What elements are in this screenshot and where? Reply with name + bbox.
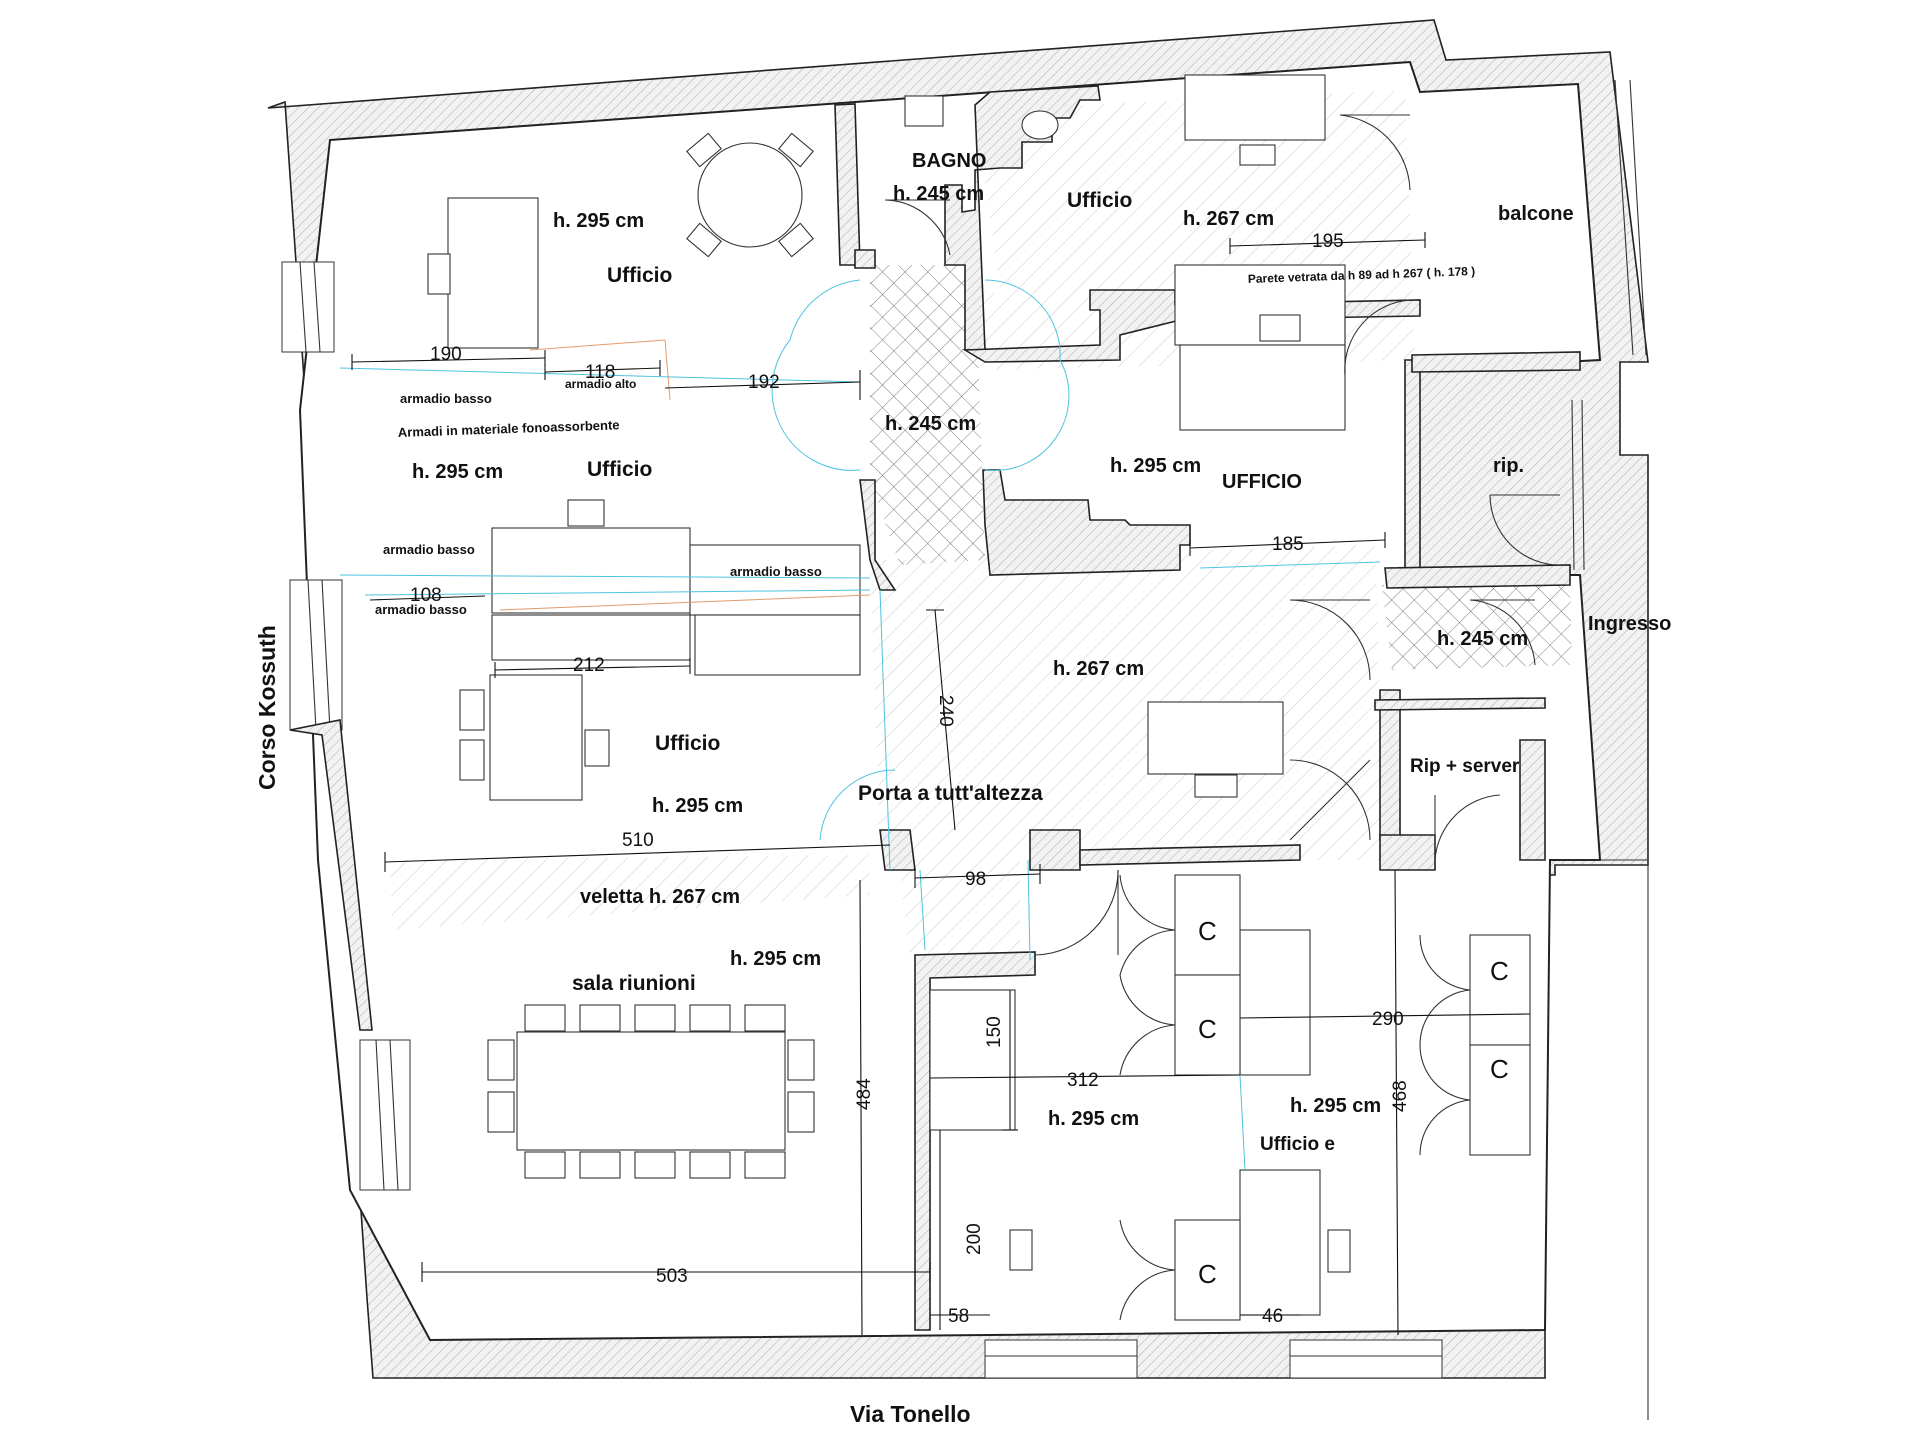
annotation-armadio-basso-4: armadio basso bbox=[375, 602, 467, 617]
dimension-468: 468 bbox=[1390, 1080, 1411, 1112]
room-label-ufficio-lower: Ufficio bbox=[655, 732, 720, 755]
veletta-hatch bbox=[390, 855, 870, 930]
height-label-top-left: h. 295 cm bbox=[553, 210, 644, 232]
annotation-armadio-basso-2: armadio basso bbox=[383, 542, 475, 557]
label-veletta: veletta h. 267 cm bbox=[580, 886, 740, 908]
annotation-armadio-basso-1: armadio basso bbox=[400, 391, 492, 406]
dimension-118: 118 bbox=[585, 362, 615, 383]
room-label-ufficio-mid: Ufficio bbox=[587, 458, 652, 481]
meeting-chairs bbox=[487, 1004, 815, 1179]
room-label-bagno: BAGNO bbox=[912, 150, 986, 172]
dimension-58: 58 bbox=[948, 1306, 969, 1327]
dimension-190: 190 bbox=[430, 344, 462, 365]
corridor-crosshatch bbox=[850, 265, 985, 565]
dimension-texts: 190 118 192 195 185 108 212 240 510 98 2… bbox=[410, 231, 1411, 1327]
height-label-lower-left: h. 295 cm bbox=[652, 795, 743, 817]
dimension-192: 192 bbox=[748, 372, 780, 393]
height-label-sala: h. 295 cm bbox=[730, 948, 821, 970]
room-label-sala-riunioni: sala riunioni bbox=[572, 972, 696, 995]
height-label-hall: h. 267 cm bbox=[1053, 658, 1144, 680]
furniture bbox=[427, 74, 1531, 1321]
doors bbox=[884, 114, 1561, 1321]
dimension-484: 484 bbox=[854, 1078, 875, 1110]
locker-label-1: C bbox=[1198, 916, 1217, 946]
room-labels: BAGNO Ufficio Ufficio balcone Ufficio UF… bbox=[572, 150, 1671, 1155]
street-label-via-tonello: Via Tonello bbox=[850, 1401, 971, 1427]
dimension-510: 510 bbox=[622, 830, 654, 851]
room-label-rip: rip. bbox=[1493, 455, 1524, 477]
guide-lines bbox=[339, 279, 1381, 1171]
room-label-ufficio-caps: UFFICIO bbox=[1222, 471, 1302, 493]
annotation-armadio-alto: armadio alto bbox=[565, 377, 636, 391]
locker-label-3: C bbox=[1490, 956, 1509, 986]
dimension-503: 503 bbox=[656, 1266, 688, 1287]
height-label-ingresso: h. 245 cm bbox=[1437, 628, 1528, 650]
locker-label-4: C bbox=[1490, 1054, 1509, 1084]
room-label-ufficio-top-center: Ufficio bbox=[1067, 189, 1132, 212]
dimension-150: 150 bbox=[984, 1016, 1005, 1048]
left-windows bbox=[281, 261, 411, 1191]
street-label-corso-kossuth: Corso Kossuth bbox=[254, 625, 280, 790]
room-label-ufficio-partial: Ufficio e bbox=[1260, 1134, 1335, 1155]
height-label-top-center: h. 267 cm bbox=[1183, 208, 1274, 230]
room-label-balcone: balcone bbox=[1498, 203, 1574, 225]
height-labels: h. 295 cm h. 245 cm h. 267 cm h. 245 cm … bbox=[412, 183, 1528, 1130]
dimension-46: 46 bbox=[1262, 1306, 1283, 1327]
right-windows bbox=[1560, 79, 1649, 1420]
dimension-312: 312 bbox=[1067, 1070, 1099, 1091]
hall-hatch-zone bbox=[870, 545, 1385, 965]
locker-labels: C C C C C bbox=[1198, 916, 1509, 1289]
height-label-bagno: h. 245 cm bbox=[893, 183, 984, 205]
height-label-mid-left: h. 295 cm bbox=[412, 461, 503, 483]
dimension-290: 290 bbox=[1372, 1009, 1404, 1030]
locker-label-5: C bbox=[1198, 1259, 1217, 1289]
bottom-windows bbox=[984, 1339, 1443, 1379]
room-label-ufficio-top-left: Ufficio bbox=[607, 264, 672, 287]
dimension-240: 240 bbox=[935, 695, 956, 727]
dimension-212: 212 bbox=[573, 655, 605, 676]
dimension-195: 195 bbox=[1312, 231, 1344, 252]
dimension-lines bbox=[351, 232, 1531, 1336]
height-label-corridor: h. 245 cm bbox=[885, 413, 976, 435]
dimension-108: 108 bbox=[410, 585, 442, 606]
dimension-98: 98 bbox=[965, 869, 986, 890]
room-label-ingresso: Ingresso bbox=[1588, 613, 1671, 635]
annotation-armadio-basso-3: armadio basso bbox=[730, 564, 822, 579]
height-label-bottom-right: h. 295 cm bbox=[1290, 1095, 1381, 1117]
locker-label-2: C bbox=[1198, 1014, 1217, 1044]
ingresso-crosshatch bbox=[1382, 580, 1572, 670]
dimension-200: 200 bbox=[964, 1223, 985, 1255]
label-porta: Porta a tutt'altezza bbox=[858, 782, 1043, 805]
height-label-ufficio-caps: h. 295 cm bbox=[1110, 455, 1201, 477]
room-label-rip-server: Rip + server bbox=[1410, 756, 1520, 777]
height-label-bottom-center: h. 295 cm bbox=[1048, 1108, 1139, 1130]
dimension-185: 185 bbox=[1272, 534, 1304, 555]
